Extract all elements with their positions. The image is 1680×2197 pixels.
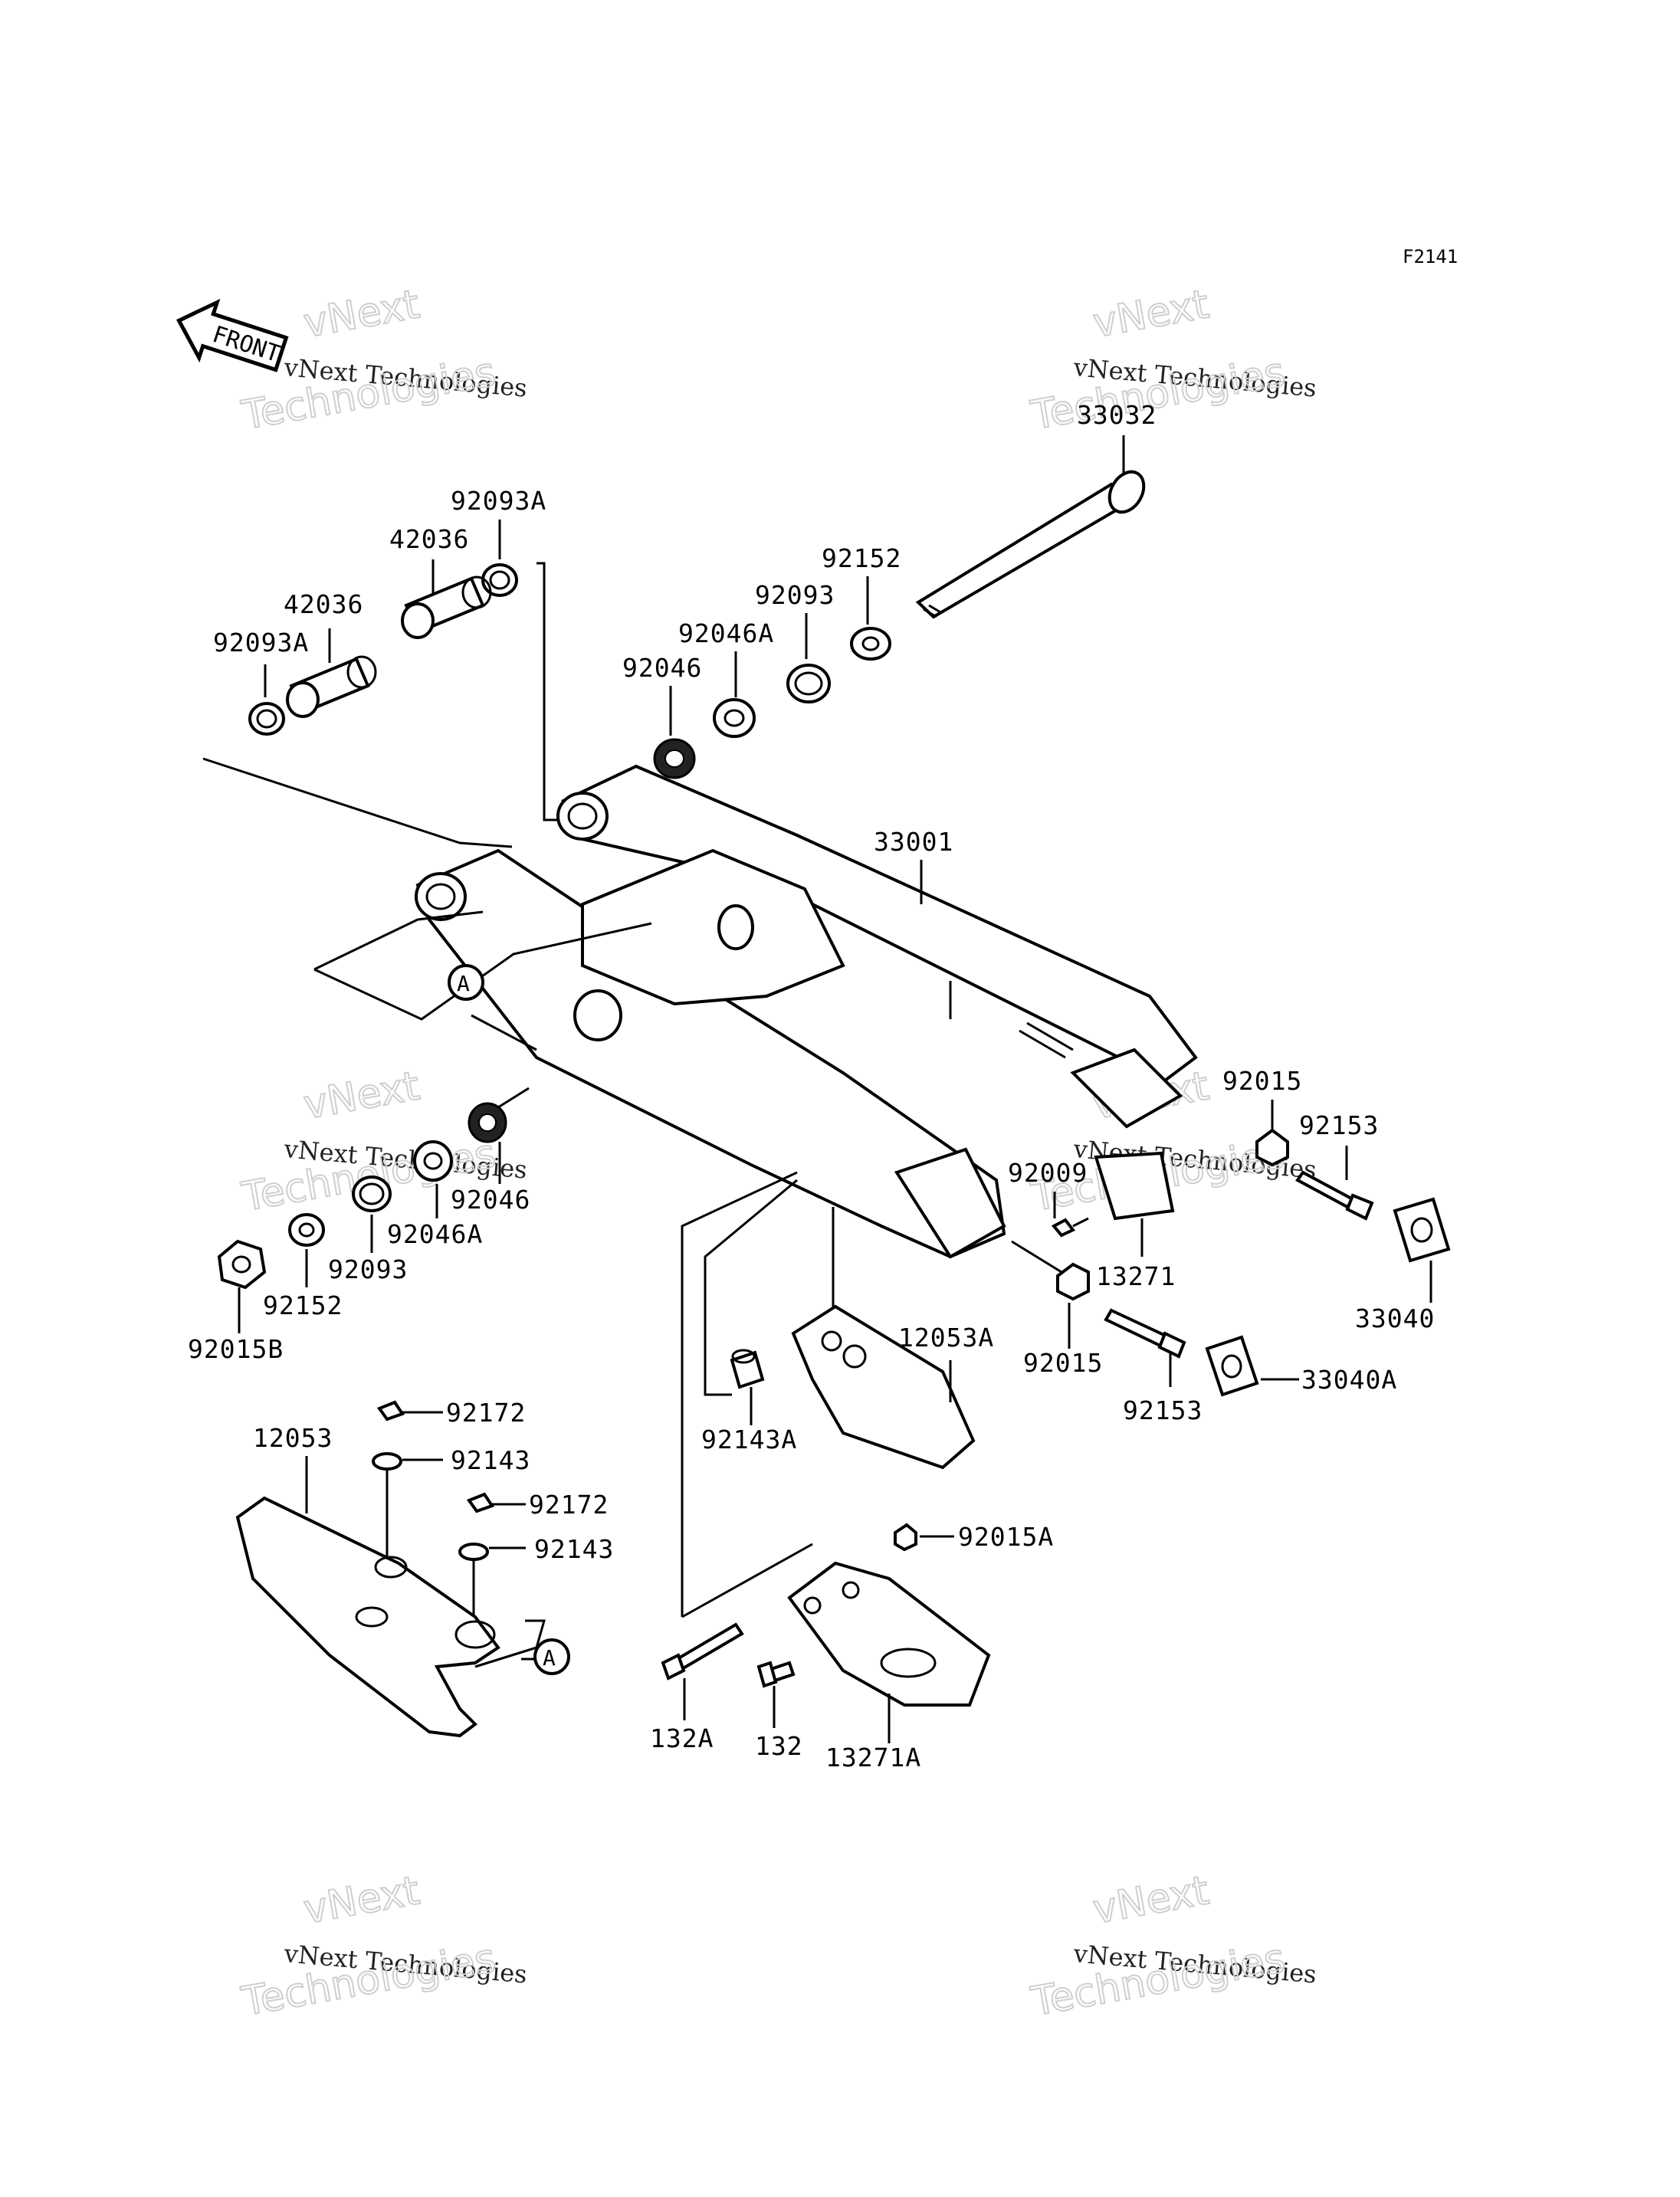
label-92009: 92009 [1008,1158,1088,1188]
washer-92152-top [850,576,891,661]
label-13271A: 13271A [825,1743,921,1772]
label-92152-top: 92152 [822,543,901,573]
svg-text:vNext: vNext [1090,281,1212,346]
screw-92009 [1051,1192,1089,1238]
bolt-92153-right [1295,1146,1374,1221]
washer-92143-a [372,1452,443,1471]
watermark-bottom-right: vNext vNext Technologies Technologies [1027,1867,1317,2026]
label-42036-left: 42036 [284,589,363,619]
chain-slider-12053A [791,1304,976,1470]
label-92153-mid: 92153 [1123,1395,1203,1425]
screw-92172-a [376,1400,443,1421]
label-132A: 132A [650,1723,714,1753]
label-33001: 33001 [874,827,953,857]
label-92015-mid: 92015 [1023,1348,1103,1378]
seal-92093A-top [481,520,518,597]
label-92153-right: 92153 [1299,1110,1379,1140]
bearing-92046-top [653,686,696,779]
svg-text:A: A [543,1645,556,1671]
bolt-92153-mid [1104,1308,1186,1387]
label-33040A: 33040A [1301,1365,1397,1395]
watermark-top-right: vNext vNext Technologies Technologies [1027,280,1317,440]
nut-92015-mid [1056,1262,1090,1349]
svg-text:vNext: vNext [1090,1867,1212,1933]
label-92143-a: 92143 [451,1445,530,1475]
callout-a-bottom: A [474,1638,570,1675]
watermark-bottom-left: vNext vNext Technologies Technologies [238,1867,528,2026]
nut-92015A [894,1523,954,1552]
svg-text:A: A [457,971,470,996]
bolt-132 [756,1661,796,1728]
svg-text:vNext: vNext [300,281,423,346]
nut-92015B [217,1239,267,1333]
label-92046A-bottom: 92046A [387,1219,483,1249]
screw-92172-b [466,1492,526,1513]
seal-92093A-left [248,664,285,736]
svg-text:vNext: vNext [300,1867,423,1933]
sleeve-42036-left [286,628,377,718]
label-132: 132 [755,1731,803,1761]
label-12053A: 12053A [898,1323,994,1353]
callout-a-top: A [448,964,484,1001]
watermark-top-left: vNext vNext Technologies Technologies [238,280,528,440]
nut-92015-right [1255,1100,1289,1167]
bolt-132A [661,1622,744,1720]
label-92093A-top: 92093A [451,486,546,516]
bearing-92046-bottom [468,1102,507,1184]
label-92152-bottom: 92152 [263,1290,343,1320]
label-33040: 33040 [1355,1303,1435,1333]
label-33032: 33032 [1077,400,1157,430]
sleeve-42036-top [401,559,492,639]
svg-text:vNext: vNext [300,1063,423,1128]
label-92046-bottom: 92046 [451,1185,530,1215]
front-arrow-icon: FRONT [176,298,289,372]
chain-slider-12053 [235,1456,500,1738]
label-13271: 13271 [1096,1261,1176,1291]
label-92143-b: 92143 [534,1534,614,1564]
label-92015A: 92015A [958,1522,1054,1552]
label-92046-top: 92046 [622,653,702,683]
seal-92093-top [786,613,831,703]
label-92172-b: 92172 [529,1490,609,1520]
label-92093-bottom: 92093 [328,1254,408,1284]
label-92093A-left: 92093A [213,628,309,657]
plate-33040A [1205,1335,1299,1397]
label-92015B: 92015B [188,1334,284,1364]
label-92015-right: 92015 [1222,1066,1302,1096]
collar-92046A-top [713,651,756,738]
spacer-92143A [730,1349,765,1425]
label-42036-top: 42036 [389,524,469,554]
label-92143A: 92143A [701,1425,797,1454]
label-92172-a: 92172 [446,1398,526,1428]
washer-92152-bottom [288,1213,325,1287]
bracket-13271 [1094,1151,1175,1257]
figure-id: F2141 [1403,246,1458,267]
chain-guide-13271A [787,1561,991,1743]
collar-92046A-bottom [413,1140,453,1218]
label-92046A-top: 92046A [678,618,774,648]
seal-92093-bottom [352,1176,392,1253]
plate-33040 [1393,1197,1451,1303]
swingarm-33001 [415,764,1198,1259]
washer-92143-b [458,1543,526,1561]
label-92093-top: 92093 [755,580,835,610]
axle-33032 [915,435,1146,619]
label-12053: 12053 [253,1423,333,1453]
